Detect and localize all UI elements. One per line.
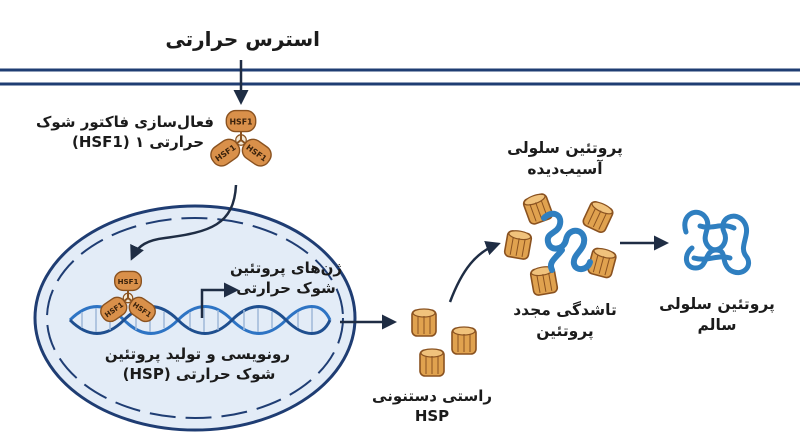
transcription-line-1: رونویسی و تولید پروتئین bbox=[104, 345, 290, 363]
hsp-barrel bbox=[503, 230, 533, 260]
cell-membrane bbox=[0, 68, 800, 86]
refolding-label: تاشدگی مجدد پروتئین bbox=[500, 300, 630, 342]
hsf1-subunit bbox=[225, 109, 257, 133]
hsp-genes-line-2: شوک حرارتی bbox=[236, 279, 336, 298]
hsp-proteins bbox=[411, 193, 617, 377]
hsf1-subunit bbox=[100, 296, 128, 323]
hsp-genes-line-1: ژن‌های پروتئین bbox=[229, 259, 343, 277]
hsp-chaperone-line-1: راستی دستنونی bbox=[372, 387, 492, 405]
damaged-protein-label: پروتئین سلولی آسیب‌دیده bbox=[500, 138, 630, 180]
damaged-protein-chain bbox=[541, 210, 593, 273]
healthy-protein-line-1: پروتئین سلولی bbox=[659, 295, 775, 313]
hsp-genes-label: ژن‌های پروتئین شوک حرارتی bbox=[226, 258, 346, 299]
hsp-barrel bbox=[411, 308, 437, 337]
hsp-barrel bbox=[451, 326, 477, 355]
damaged-protein-line-2: آسیب‌دیده bbox=[527, 159, 603, 178]
arrows bbox=[130, 60, 669, 330]
hsf1-activation-label: فعال‌سازی فاکتور شوک حرارتی ۱ (HSF1) bbox=[35, 112, 214, 153]
hsf1-activation-line-1: فعال‌سازی فاکتور شوک bbox=[35, 113, 214, 131]
healthy-protein-line-2: سالم bbox=[697, 315, 737, 334]
healthy-protein bbox=[682, 209, 752, 276]
healthy-protein-label: پروتئین سلولی سالم bbox=[652, 294, 782, 336]
hsf1-activation-line-2: حرارتی ۱ (HSF1) bbox=[71, 133, 205, 152]
hsp-chaperone-label: راستی دستنونی HSP bbox=[372, 386, 492, 427]
hsp-barrel bbox=[582, 200, 614, 234]
hsp-barrel bbox=[419, 348, 445, 377]
hsf1-subunit bbox=[210, 138, 241, 167]
nucleus bbox=[33, 204, 357, 432]
hsf1-tag: HSF1 bbox=[118, 277, 139, 286]
transcription-label: رونویسی و تولید پروتئین شوک حرارتی (HSP) bbox=[104, 344, 290, 385]
refolding-line-2: پروتئین bbox=[536, 321, 594, 340]
hsp-chaperone-line-2: HSP bbox=[414, 407, 450, 426]
hsf1-tag: HSF1 bbox=[229, 117, 252, 126]
hsp-barrel bbox=[522, 193, 554, 225]
damaged-protein-line-1: پروتئین سلولی bbox=[507, 139, 623, 157]
refolding-line-1: تاشدگی مجدد bbox=[513, 301, 617, 319]
hsp-barrel bbox=[587, 247, 617, 279]
transcription-line-2: شوک حرارتی (HSP) bbox=[122, 365, 276, 384]
hsp-barrel bbox=[529, 266, 559, 296]
hsf1-subunit bbox=[113, 270, 142, 292]
heat-stress-label: استرس حرارتی bbox=[165, 27, 320, 51]
hsf1-subunit bbox=[128, 296, 156, 323]
hsf1-subunit bbox=[241, 138, 272, 167]
